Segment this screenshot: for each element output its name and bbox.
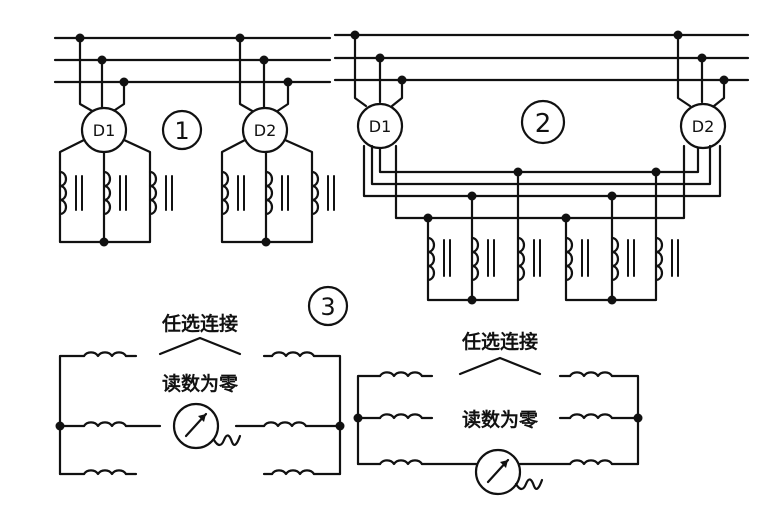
section-1-number: 1 [174, 117, 189, 145]
note-select-any-right: 任选连接 [461, 330, 538, 353]
windings-group-b [561, 167, 679, 305]
note-reading-zero-right: 读数为零 [462, 408, 539, 431]
parallel-leads [362, 144, 722, 220]
supply-lines-2 [333, 33, 750, 82]
taps-d1 [75, 33, 129, 114]
windings-group-a [423, 167, 541, 305]
motor-d1-2: D1 [356, 102, 404, 150]
motor-d2: D2 [241, 106, 289, 154]
motor-d1: D1 [80, 106, 128, 154]
taps-d2-2 [673, 30, 729, 108]
test-circuit-left: 任选连接 读数为零 [55, 312, 345, 476]
motor-d1-label: D1 [93, 121, 116, 140]
motor-d1-2-label: D1 [369, 117, 392, 136]
windings-d1 [58, 138, 173, 247]
section-3-number: 3 [320, 293, 335, 321]
section-3-marker: 3 [307, 285, 349, 327]
motor-d2-2-label: D2 [692, 117, 715, 136]
windings-d2 [220, 138, 335, 247]
section-1-marker: 1 [161, 109, 203, 151]
supply-lines-1 [53, 36, 332, 84]
taps-d2 [235, 33, 293, 114]
section-1: D1 D2 1 [53, 33, 335, 247]
section-2: D1 D2 2 [333, 30, 750, 305]
motor-d2-2: D2 [679, 102, 727, 150]
note-select-any-left: 任选连接 [161, 312, 238, 335]
section-2-marker: 2 [520, 99, 566, 145]
test-circuit-right: 任选连接 读数为零 [353, 330, 643, 496]
motor-d2-label: D2 [254, 121, 277, 140]
section-2-number: 2 [535, 109, 552, 139]
taps-d1-2 [350, 30, 407, 108]
note-reading-zero-left: 读数为零 [162, 372, 239, 395]
